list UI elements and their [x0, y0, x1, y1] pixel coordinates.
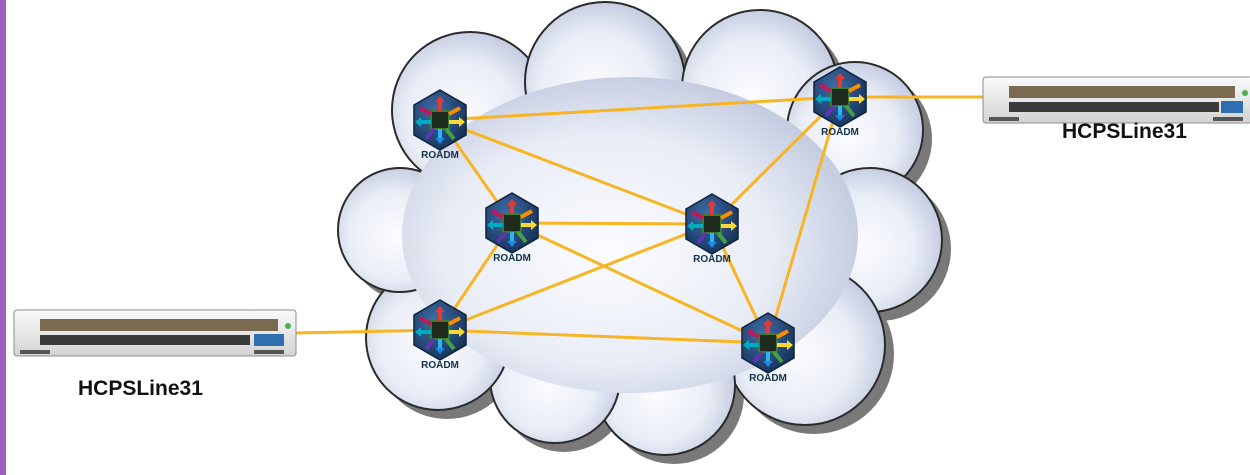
- roadm-node-n1[interactable]: ROADM: [412, 88, 468, 161]
- roadm-node-n6[interactable]: ROADM: [740, 311, 796, 384]
- device-label-right: HCPSLine31: [1062, 120, 1187, 143]
- fiber-link-n2-n3: [511, 221, 713, 226]
- fiber-link-n4-n6: [766, 96, 842, 344]
- roadm-node-label: ROADM: [749, 373, 787, 384]
- network-cloud: [337, 1, 951, 464]
- device-label-left: HCPSLine31: [78, 377, 203, 400]
- roadm-node-label: ROADM: [421, 150, 459, 161]
- line-card-device-icon: [982, 76, 1250, 124]
- fiber-link-n3-n4: [710, 95, 842, 226]
- roadm-node-label: ROADM: [821, 127, 859, 138]
- line-card-device-icon: [13, 309, 297, 357]
- roadm-node-label: ROADM: [493, 253, 531, 264]
- roadm-node-n4[interactable]: ROADM: [812, 65, 868, 138]
- fiber-link-n2-n6: [511, 221, 769, 345]
- left-accent-bar: [0, 0, 6, 475]
- roadm-node-label: ROADM: [693, 254, 731, 265]
- roadm-node-n3[interactable]: ROADM: [684, 192, 740, 265]
- roadm-node-n2[interactable]: ROADM: [484, 191, 540, 264]
- fiber-link-n5-n6: [439, 328, 769, 345]
- roadm-node-label: ROADM: [421, 360, 459, 371]
- roadm-node-n5[interactable]: ROADM: [412, 298, 468, 371]
- fiber-link-n3-n5: [439, 222, 713, 332]
- fiber-link-n1-n3: [439, 118, 713, 226]
- fiber-link-n1-n4: [439, 95, 841, 122]
